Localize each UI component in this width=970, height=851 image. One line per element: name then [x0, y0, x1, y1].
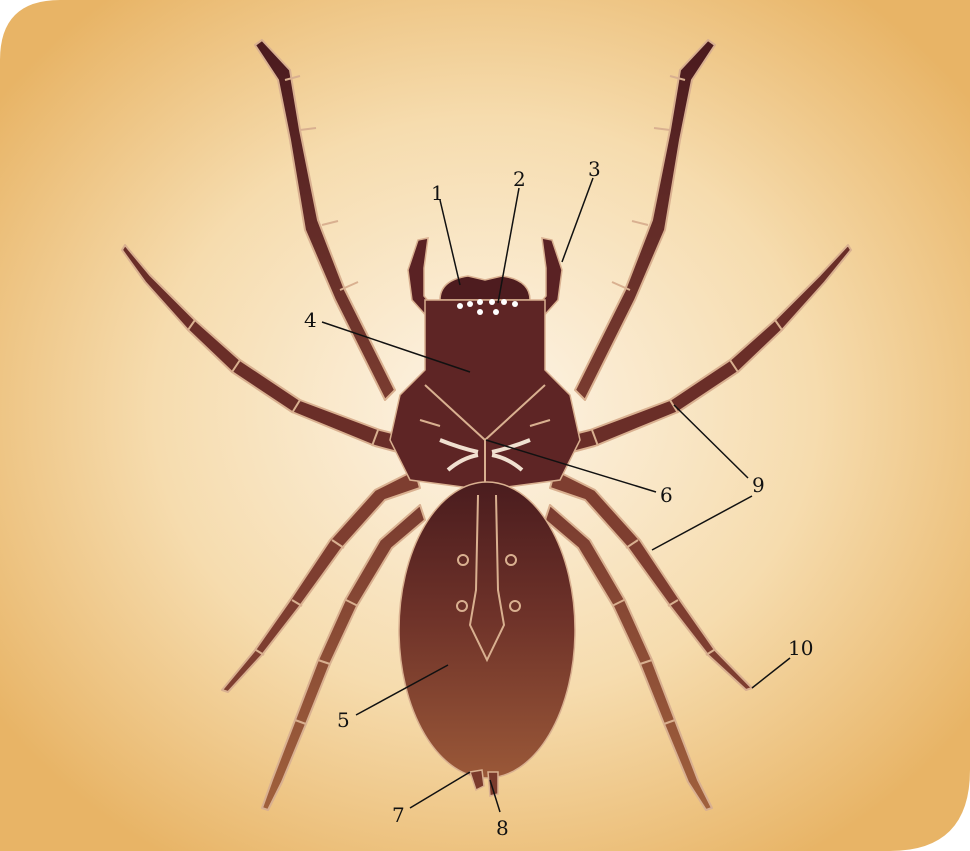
svg-text:1: 1: [431, 181, 444, 205]
svg-text:9: 9: [752, 473, 765, 497]
svg-text:2: 2: [513, 167, 526, 191]
abdomen: [399, 482, 575, 778]
svg-text:7: 7: [392, 803, 405, 827]
chelicerae: [440, 276, 530, 300]
svg-text:4: 4: [304, 308, 317, 332]
svg-text:5: 5: [337, 708, 350, 732]
svg-text:3: 3: [588, 157, 601, 181]
svg-text:8: 8: [496, 816, 509, 840]
svg-text:6: 6: [660, 483, 673, 507]
svg-text:10: 10: [788, 636, 813, 660]
